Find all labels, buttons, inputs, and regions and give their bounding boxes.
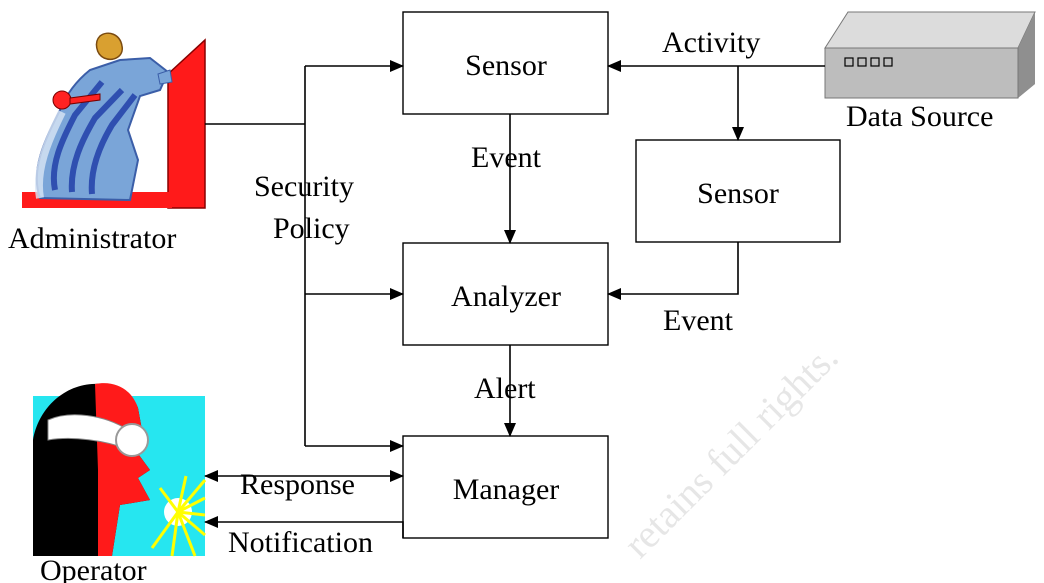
notification-label: Notification — [228, 526, 373, 559]
activity-label: Activity — [662, 26, 760, 59]
data-source-icon — [824, 11, 1036, 99]
sensor-top-label: Sensor — [465, 49, 547, 82]
alert-label: Alert — [474, 372, 536, 405]
response-label: Response — [240, 468, 355, 501]
event-top-label: Event — [471, 141, 542, 174]
administrator-icon — [22, 32, 206, 209]
diagram-edges — [204, 60, 825, 538]
notification-arrow — [204, 516, 404, 538]
security-policy-label-line1: Security — [254, 170, 354, 203]
manager-label: Manager — [453, 473, 560, 506]
manager-box: Manager — [402, 435, 609, 539]
sensor-top-box: Sensor — [402, 11, 609, 115]
analyzer-label: Analyzer — [451, 280, 561, 313]
sensor-right-box: Sensor — [635, 139, 841, 243]
watermark: retains full rights. — [615, 334, 847, 566]
security-policy-label-line2: Policy — [273, 212, 350, 245]
sensor-right-event-arrow — [607, 242, 739, 300]
operator-label: Operator — [40, 554, 147, 583]
data-source-label: Data Source — [846, 100, 993, 133]
analyzer-box: Analyzer — [402, 242, 609, 346]
operator-icon — [33, 383, 207, 557]
administrator-label: Administrator — [8, 222, 176, 255]
event-right-label: Event — [663, 304, 734, 337]
sensor-right-label: Sensor — [697, 177, 779, 210]
